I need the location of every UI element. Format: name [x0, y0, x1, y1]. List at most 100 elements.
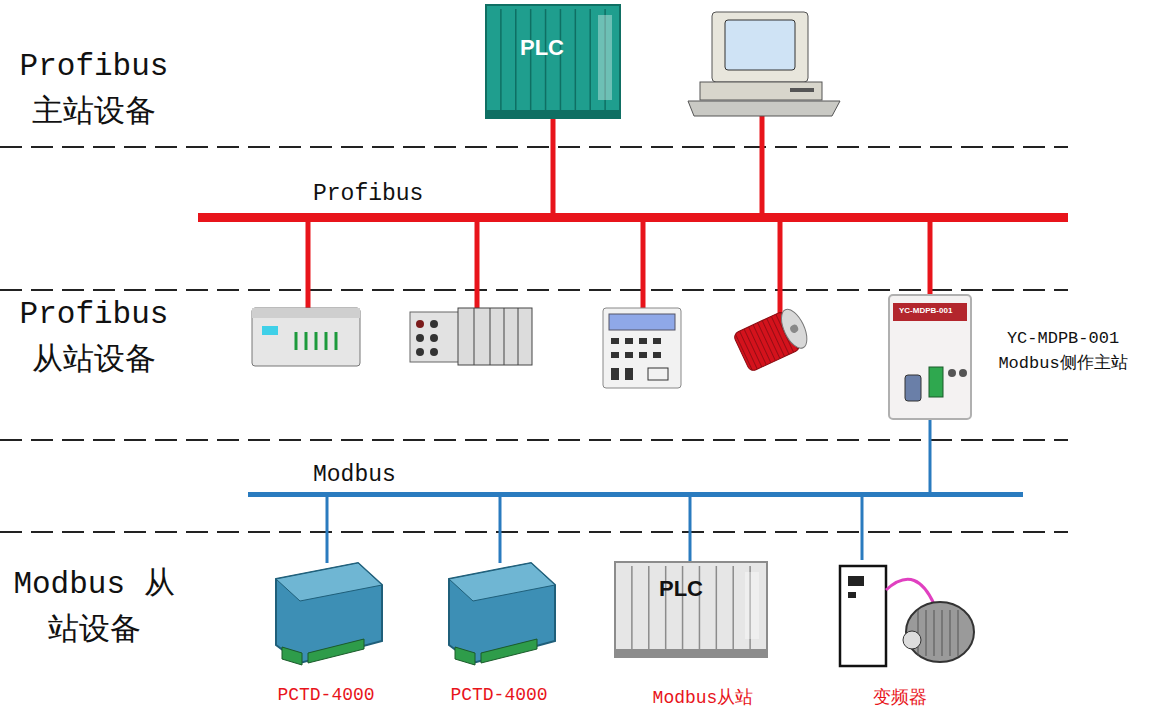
- panel-key: [611, 352, 619, 358]
- bus-connection: [928, 222, 933, 295]
- dashed-divider: [0, 531, 1068, 533]
- node-label: Modbus: [313, 462, 396, 488]
- modbus-plc: PLCModbus从站: [615, 562, 767, 657]
- tier-dividers: [0, 147, 1068, 532]
- inverter-key: [848, 592, 856, 598]
- pc-base: [700, 82, 822, 100]
- cylinder-shaft: [789, 323, 800, 334]
- dashed-divider: [0, 289, 1068, 291]
- rack-slot: [732, 566, 734, 649]
- led-bar: [295, 332, 298, 350]
- slave-red-device: [733, 306, 812, 373]
- slave-remote-io: [410, 308, 532, 365]
- tier-label: Profibus 从站设备: [8, 292, 180, 384]
- pctd-module: PCTD-4000: [268, 563, 386, 667]
- dashed-divider: [0, 146, 1068, 148]
- slave-io-module: [252, 308, 360, 366]
- rack-slot: [515, 9, 517, 110]
- bus-drop: [641, 221, 646, 308]
- rack-base: [486, 110, 620, 118]
- led-bar: [325, 332, 328, 350]
- device-art: [268, 563, 386, 667]
- bus-drop: [778, 221, 783, 316]
- panel-key: [625, 352, 633, 358]
- motor-shaft: [903, 631, 921, 649]
- protocol-converter: YC-MDPB-001YC-MDPB-001 Modbus侧作主站: [889, 295, 971, 419]
- io-slots: [474, 308, 518, 365]
- rack-panel: [598, 15, 612, 100]
- module-body: [276, 563, 382, 663]
- io-terminal: [430, 348, 438, 356]
- node-caption: YC-MDPB-001 Modbus侧作主站: [979, 327, 1147, 376]
- bus-bar: [198, 213, 1068, 222]
- panel-keys: [611, 338, 668, 380]
- io-rack: [458, 308, 532, 365]
- device-art: [198, 213, 1068, 222]
- io-terminal: [430, 320, 438, 328]
- panel-key: [653, 338, 661, 344]
- module-led: [262, 326, 278, 335]
- rack-slot: [716, 566, 718, 649]
- bus-connection: [326, 497, 329, 563]
- panel-body: [603, 308, 681, 388]
- led-bar: [335, 332, 338, 350]
- status-led: [948, 369, 956, 377]
- module-top: [276, 563, 382, 601]
- dashed-divider: [0, 439, 1068, 441]
- module-body: [252, 308, 360, 366]
- monitor: [712, 12, 808, 82]
- io-slot: [474, 308, 475, 365]
- inverter-display: [848, 576, 864, 586]
- db9-port: [905, 375, 921, 401]
- modbus-bus: Modbus: [248, 492, 1023, 497]
- rack-body: [615, 562, 767, 657]
- panel-key: [639, 338, 647, 344]
- motor-fin: [934, 610, 935, 656]
- led-bar: [305, 332, 308, 350]
- bus-drop: [760, 115, 765, 214]
- device-art: [248, 492, 1023, 497]
- bus-drop: [475, 221, 480, 308]
- module-terminal: [455, 647, 475, 665]
- rack-panel: [745, 572, 759, 639]
- io-terminal: [416, 348, 424, 356]
- bus-connection: [929, 419, 932, 492]
- node-label: 变频器: [838, 688, 962, 709]
- bus-connection: [689, 497, 692, 562]
- io-block: [410, 312, 460, 362]
- io-terminal: [416, 334, 424, 342]
- node-label: Profibus: [313, 181, 423, 207]
- bus-bar: [248, 492, 1023, 497]
- node-label: PCTD-4000: [256, 685, 396, 706]
- device-art: [838, 560, 978, 670]
- slave-operator-panel: [603, 308, 681, 388]
- pctd-module: PCTD-4000: [441, 563, 559, 667]
- inverter-cabinet: [840, 566, 886, 666]
- node-caption: Modbus从站: [603, 688, 803, 709]
- tier-label: Modbus 从站设备: [8, 562, 180, 654]
- tier-label: Profibus 主站设备: [8, 44, 180, 136]
- frequency-inverter: 变频器: [838, 560, 978, 670]
- panel-key: [653, 352, 661, 358]
- bus-drop: [306, 221, 311, 308]
- motor-fin: [926, 610, 927, 656]
- panel-key: [611, 368, 619, 380]
- panel-display: [609, 314, 675, 330]
- cylinder-end: [776, 306, 812, 353]
- module-terminal: [282, 647, 302, 665]
- device-art: [486, 5, 620, 118]
- node-label: PLC: [520, 35, 564, 60]
- rack-slot: [575, 9, 577, 110]
- motor-fin: [942, 610, 943, 656]
- drive-slot: [790, 88, 814, 92]
- master-plc: PLC: [486, 5, 620, 118]
- module-terminal: [481, 639, 537, 663]
- io-terminal: [430, 334, 438, 342]
- converter-body: [889, 295, 971, 419]
- motor-fin: [958, 610, 959, 656]
- motor-cable: [886, 579, 934, 604]
- status-led: [959, 369, 967, 377]
